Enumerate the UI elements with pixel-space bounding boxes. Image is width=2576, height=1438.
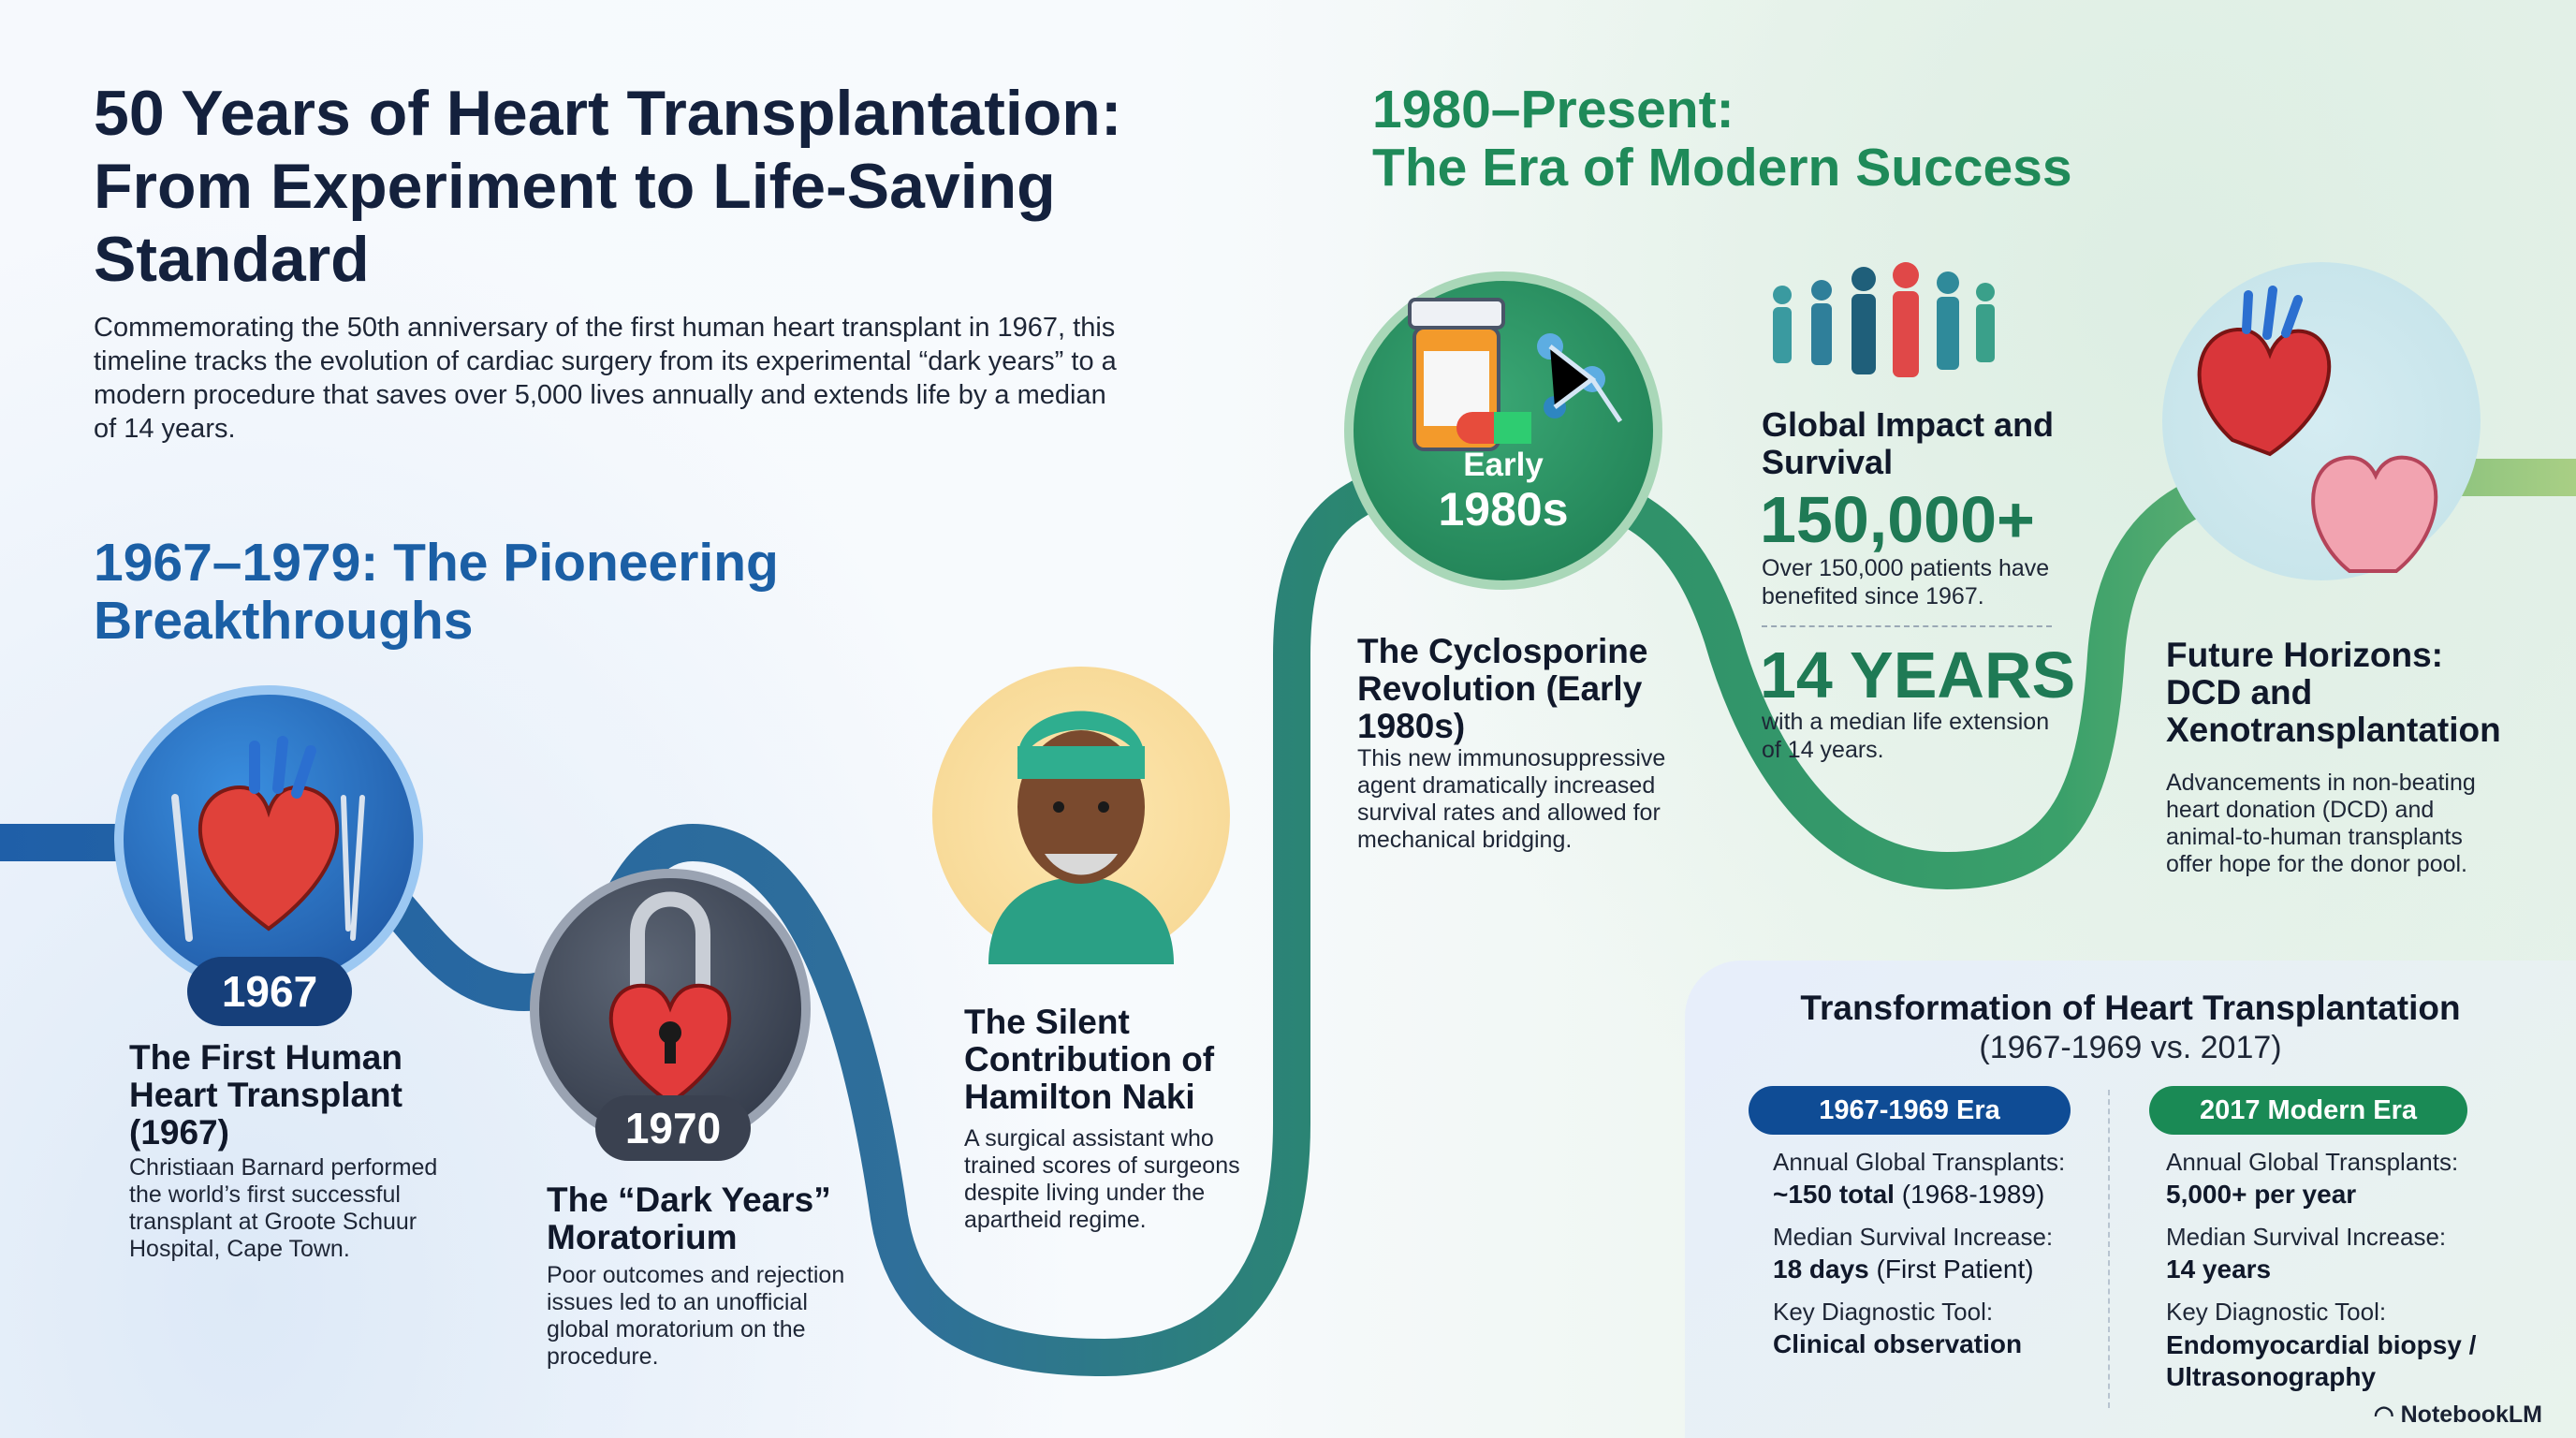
era-2017-pill: 2017 Modern Era <box>2149 1086 2467 1135</box>
heart-padlock-icon <box>608 891 732 1106</box>
impact-stat2-text: with a median life extension of 14 years… <box>1762 709 2050 763</box>
future-body: Advancements in non-beating heart donati… <box>2166 770 2476 877</box>
anatomical-hearts-icon <box>2197 286 2438 573</box>
era1967-row3-value: Clinical observation <box>1773 1329 2023 1358</box>
era2017-row3-label: Key Diagnostic Tool: <box>2166 1298 2387 1326</box>
era2017-row2-value: 14 years <box>2166 1255 2272 1284</box>
era1-title: 1967–1979: The Pioneering Breakthroughs <box>94 533 779 651</box>
impact-stat1: 150,000+ <box>1760 483 2035 556</box>
naki-body: A surgical assistant who trained scores … <box>964 1125 1240 1233</box>
page-title: 50 Years of Heart Transplantation: From … <box>94 78 1122 295</box>
year-badge-1980s: Early 1980s <box>1344 448 1662 536</box>
impact-stat1-text: Over 150,000 patients have benefited sin… <box>1762 555 2050 609</box>
comparison-panel <box>1685 961 2576 1438</box>
era1967-row2-value-main: 18 days <box>1773 1255 1869 1284</box>
era2-title: 1980–Present: The Era of Modern Success <box>1372 81 2215 197</box>
future-title: Future Horizons: DCD and Xenotransplanta… <box>2166 636 2501 749</box>
era2017-row1-label: Annual Global Transplants: <box>2166 1148 2459 1176</box>
pill-bottle-molecule-icon <box>1408 298 1623 451</box>
era2-title-line1: 1980–Present: <box>1372 80 1734 139</box>
era1967-row2-note: (First Patient) <box>1868 1255 2034 1284</box>
impact-divider <box>1762 625 2052 627</box>
era2017-row1-value: 5,000+ per year <box>2166 1180 2357 1209</box>
future-circle <box>2162 262 2481 580</box>
comparison-title: Transformation of Heart Transplantation <box>1800 989 2461 1027</box>
era1967-row2-label: Median Survival Increase: <box>1773 1223 2054 1251</box>
year-badge-1970: 1970 <box>595 1095 751 1161</box>
comparison-subtitle: (1967-1969 vs. 2017) <box>1979 1030 2282 1065</box>
milestone-1967-body: Christiaan Barnard performed the world’s… <box>129 1154 438 1262</box>
year-badge-1980s-line2: 1980s <box>1438 483 1569 536</box>
era2017-row3-value: Endomyocardial biopsy / Ultrasonography <box>2166 1330 2477 1391</box>
naki-portrait-circle <box>932 667 1230 964</box>
cyclosporine-title: The Cyclosporine Revolution (Early 1980s… <box>1357 632 1648 745</box>
comparison-divider <box>2108 1090 2110 1408</box>
era1967-row3-label: Key Diagnostic Tool: <box>1773 1298 1994 1326</box>
brand-name: NotebookLM <box>2400 1401 2542 1428</box>
era1967-row1-value-main: ~150 total <box>1773 1180 1895 1209</box>
cyclosporine-body: This new immunosuppressive agent dramati… <box>1357 745 1666 853</box>
brand-footer: ◠ NotebookLM <box>2374 1401 2542 1429</box>
milestone-1980s-circle <box>1344 271 1662 590</box>
year-badge-1980s-line1: Early <box>1463 447 1544 483</box>
heart-with-surgical-tools-icon <box>171 736 365 942</box>
naki-title: The Silent Contribution of Hamilton Naki <box>964 1003 1215 1116</box>
milestone-1970-body: Poor outcomes and rejection issues led t… <box>547 1262 845 1370</box>
milestone-1967-circle <box>114 685 423 994</box>
impact-title: Global Impact and Survival <box>1762 405 2055 481</box>
year-badge-1967: 1967 <box>187 957 352 1026</box>
people-silhouettes-icon <box>1773 262 1995 377</box>
era1967-row1-value: ~150 total (1968-1989) <box>1773 1180 2044 1210</box>
intro-text: Commemorating the 50th anniversary of th… <box>94 313 1117 444</box>
era1967-row1-label: Annual Global Transplants: <box>1773 1148 2066 1176</box>
era1967-row1-note: (1968-1989) <box>1894 1180 2045 1209</box>
surgeon-portrait-icon <box>988 711 1174 964</box>
era-1967-pill: 1967-1969 Era <box>1749 1086 2071 1135</box>
impact-stat2: 14 YEARS <box>1760 638 2076 712</box>
milestone-1967-title: The First Human Heart Transplant (1967) <box>129 1038 402 1152</box>
milestone-1970-title: The “Dark Years” Moratorium <box>547 1181 831 1256</box>
era2-title-line2: The Era of Modern Success <box>1372 138 2072 198</box>
era1967-row2-value: 18 days (First Patient) <box>1773 1255 2034 1284</box>
era2017-row2-label: Median Survival Increase: <box>2166 1223 2447 1251</box>
brand-icon: ◠ <box>2373 1401 2401 1428</box>
